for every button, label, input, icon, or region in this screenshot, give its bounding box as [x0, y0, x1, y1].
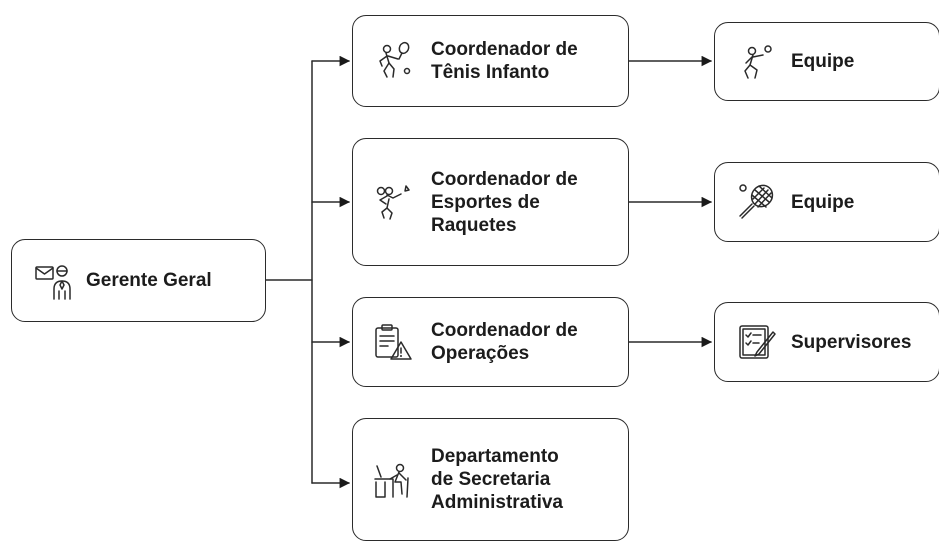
node-departamento-secretaria[interactable]: Departamento de Secretaria Administrativ… [352, 418, 629, 541]
node-equipe-tenis[interactable]: Equipe [714, 22, 939, 101]
node-equipe-raquetes[interactable]: Equipe [714, 162, 939, 242]
node-label: Coordenador de Tênis Infanto [431, 39, 578, 83]
node-coordenador-tenis-infanto[interactable]: Coordenador de Tênis Infanto [352, 15, 629, 107]
node-label: Coordenador de Esportes de Raquetes [431, 168, 578, 236]
manager-mail-icon [34, 261, 74, 301]
racket-ball-icon [737, 182, 777, 222]
node-label: Equipe [791, 191, 855, 213]
node-supervisores[interactable]: Supervisores [714, 302, 939, 382]
node-coordenador-operacoes[interactable]: Coordenador de Operações [352, 297, 629, 387]
node-label: Equipe [791, 51, 855, 72]
player-ball-icon [737, 42, 777, 82]
node-label: Departamento de Secretaria Administrativ… [431, 446, 563, 513]
checklist-pencil-icon [737, 322, 777, 362]
node-label: Coordenador de Operações [431, 320, 578, 364]
node-label: Gerente Geral [86, 270, 212, 291]
desk-worker-icon [373, 460, 413, 500]
clipboard-warning-icon [373, 322, 413, 362]
node-label: Supervisores [791, 331, 912, 353]
tennis-player-icon [373, 41, 413, 81]
badminton-player-icon [373, 182, 413, 222]
node-coordenador-esportes-raquetes[interactable]: Coordenador de Esportes de Raquetes [352, 138, 629, 266]
node-gerente-geral[interactable]: Gerente Geral [11, 239, 266, 322]
